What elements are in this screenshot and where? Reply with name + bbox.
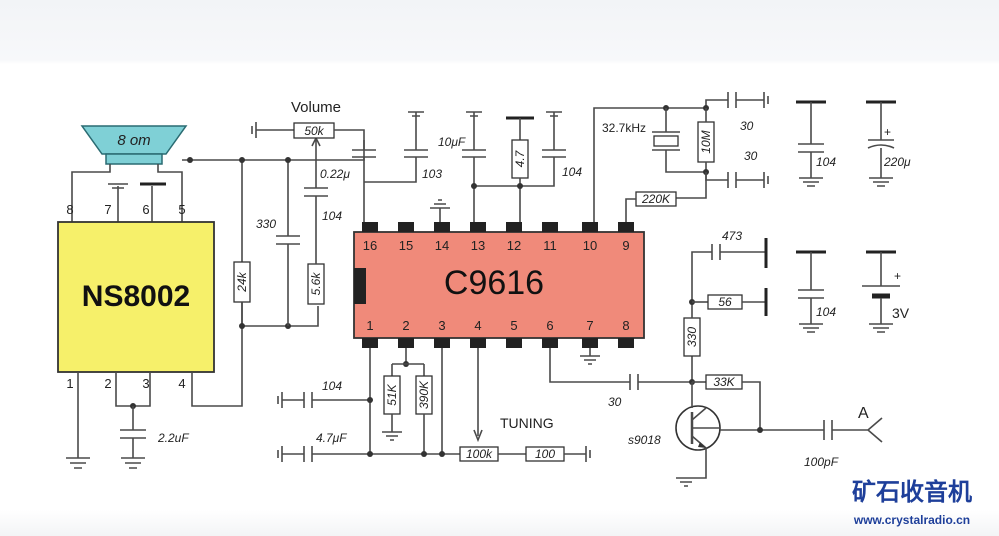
r-33k-label: 33K xyxy=(713,375,735,389)
ic-c9616: C9616 xyxy=(353,231,645,339)
watermark: 矿石收音机 www.crystalradio.cn xyxy=(852,478,972,527)
r-51k-label: 51K xyxy=(385,383,399,405)
ic1-pin-1: 1 xyxy=(66,376,73,391)
ic1-pin-8: 8 xyxy=(66,202,73,217)
r-56-label: 56 xyxy=(718,295,732,309)
ic2-pin-pads xyxy=(362,222,634,348)
r-4-7-label: 4.7 xyxy=(513,149,527,167)
antenna-label: A xyxy=(858,405,869,422)
ic-ns8002: NS8002 8 7 6 5 1 2 3 4 xyxy=(57,202,215,391)
ic2-pin-13: 13 xyxy=(471,238,485,253)
c-104-vol-label: 104 xyxy=(322,209,342,223)
plus-sign-1: + xyxy=(884,125,891,139)
r-390k-label: 390K xyxy=(417,380,431,409)
ic2-pin-12: 12 xyxy=(507,238,521,253)
ic1-pin-2: 2 xyxy=(104,376,111,391)
ic2-pin-3: 3 xyxy=(438,318,445,333)
ic2-pin-8: 8 xyxy=(622,318,629,333)
c-104-left-label: 104 xyxy=(322,379,342,393)
ic2-pin-5: 5 xyxy=(510,318,517,333)
ic2-pin-14: 14 xyxy=(435,238,449,253)
plus-sign-2: + xyxy=(894,269,901,283)
r-100k-label: 100k xyxy=(466,447,493,461)
watermark-title: 矿石收音机 xyxy=(852,478,972,506)
c-30-bot-label: 30 xyxy=(608,395,622,409)
battery-label: 3V xyxy=(892,305,910,321)
c-104-top-label: 104 xyxy=(562,165,582,179)
ic2-pin-7: 7 xyxy=(586,318,593,333)
ic1-pin-7: 7 xyxy=(104,202,111,217)
ic2-pin-6: 6 xyxy=(546,318,553,333)
speaker-symbol: 8 om xyxy=(80,125,188,165)
r-5-6k-label: 5.6k xyxy=(309,272,323,296)
ic1-pin-6: 6 xyxy=(142,202,149,217)
ic1-pin-3: 3 xyxy=(142,376,149,391)
volume-label: Volume xyxy=(291,99,341,116)
c-104-sup-label: 104 xyxy=(816,155,836,169)
c-220u-label: 220μ xyxy=(883,155,911,169)
ic1-pin-5: 5 xyxy=(178,202,185,217)
watermark-url: www.crystalradio.cn xyxy=(853,513,970,527)
r-330-label: 330 xyxy=(685,327,699,347)
r-50k-label: 50k xyxy=(304,124,324,138)
transistor-label: s9018 xyxy=(628,433,661,447)
c-2-2uf-label: 2.2uF xyxy=(157,431,189,445)
r-100-label: 100 xyxy=(535,447,555,461)
ic2-pin-2: 2 xyxy=(402,318,409,333)
c-30-mid-label: 30 xyxy=(744,149,758,163)
c-4-7uf-label: 4.7μF xyxy=(316,431,347,445)
c-30-top-label: 30 xyxy=(740,119,754,133)
c-330-label: 330 xyxy=(256,217,276,231)
r-24k-label: 24k xyxy=(235,271,249,292)
ic2-pin-11: 11 xyxy=(543,238,557,253)
xtal-label: 32.7kHz xyxy=(602,121,646,135)
c-103-label: 103 xyxy=(422,167,442,181)
c-473-label: 473 xyxy=(722,229,742,243)
transistor-s9018 xyxy=(675,405,721,451)
c-022-label: 0.22μ xyxy=(320,167,350,181)
ic2-name: C9616 xyxy=(444,264,544,302)
tuning-label: TUNING xyxy=(500,415,554,431)
r-10m-label: 10M xyxy=(699,130,713,153)
ic2-pin-9: 9 xyxy=(622,238,629,253)
ic2-pin-16: 16 xyxy=(363,238,377,253)
r-220k-label: 220K xyxy=(641,192,671,206)
ic2-pin-1: 1 xyxy=(366,318,373,333)
ic2-pin-4: 4 xyxy=(474,318,481,333)
ic1-pin-4: 4 xyxy=(178,376,185,391)
speaker-label: 8 om xyxy=(117,132,150,149)
c-10uf-label: 10μF xyxy=(438,135,466,149)
ic2-pin-10: 10 xyxy=(583,238,597,253)
c-104-bat-label: 104 xyxy=(816,305,836,319)
c-100pf-label: 100pF xyxy=(804,455,839,469)
ic2-pin-15: 15 xyxy=(399,238,413,253)
ic1-name: NS8002 xyxy=(82,280,190,313)
